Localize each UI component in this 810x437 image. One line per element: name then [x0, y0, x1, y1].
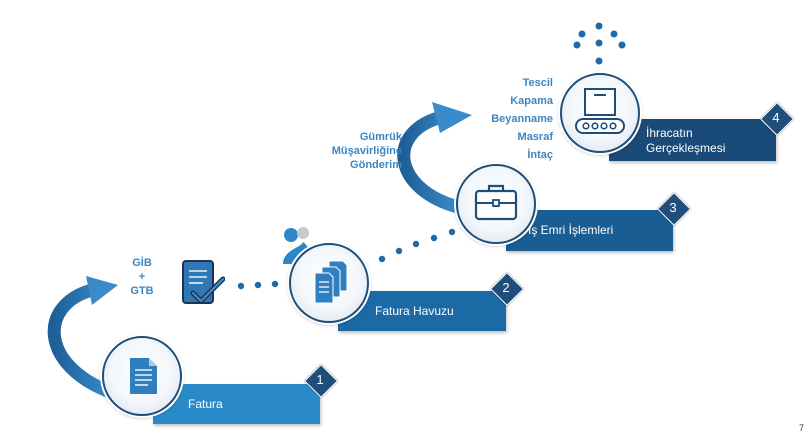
- stage-3-circle: [456, 164, 536, 244]
- gumruk-label: Gümrük Müşavirliğine Gönderim: [318, 130, 402, 172]
- stage-3-number: 3: [669, 200, 677, 215]
- dots-row-2: [378, 228, 456, 263]
- plus-text: +: [138, 271, 146, 283]
- stage-2-box: Fatura Havuzu: [338, 291, 506, 331]
- stage-1-box: Fatura: [153, 384, 320, 424]
- stage-4-label-line2: Gerçekleşmesi: [646, 141, 726, 155]
- briefcase-icon: [474, 184, 518, 221]
- curved-arrow-2: [397, 102, 472, 214]
- dots-cluster: [573, 22, 626, 65]
- invoice-check-icon: [181, 259, 226, 309]
- stage-1-number: 1: [316, 372, 324, 387]
- stage-4-number: 4: [772, 110, 780, 125]
- gumruk-line1: Gümrük: [359, 131, 402, 143]
- gumruk-line3: Gönderim: [350, 159, 402, 171]
- conveyor-box-icon: [575, 88, 625, 134]
- stage-3-label: İş Emri İşlemleri: [528, 223, 614, 237]
- stage-1-label: Fatura: [188, 397, 223, 411]
- document-icon: [130, 358, 157, 394]
- final-step-item: Tescil: [522, 77, 553, 89]
- gumruk-line2: Müşavirliğine: [331, 145, 402, 157]
- curved-arrow-1: [47, 276, 118, 399]
- final-step-item: Masraf: [517, 131, 553, 143]
- gib-gtb-label: GİB + GTB: [120, 256, 164, 298]
- stage-2-label: Fatura Havuzu: [375, 304, 454, 318]
- stage-4-label-line1: İhracatın: [646, 126, 693, 140]
- stage-1-circle: [102, 336, 182, 416]
- gtb-text: GTB: [130, 285, 154, 297]
- stage-2-number: 2: [502, 280, 510, 295]
- page-number: 7: [798, 423, 804, 433]
- documents-stack-icon: [314, 260, 348, 304]
- stage-4-circle: [560, 73, 640, 153]
- dots-row-1: [237, 280, 279, 290]
- final-steps-list: Tescil Kapama Beyanname Masraf İntaç: [482, 74, 553, 164]
- stage-4-label: İhracatın Gerçekleşmesi: [646, 126, 725, 156]
- final-step-item: Beyanname: [491, 113, 553, 125]
- gib-text: GİB: [132, 257, 152, 269]
- final-step-item: Kapama: [510, 95, 553, 107]
- stage-2-circle: [289, 243, 369, 323]
- final-step-item: İntaç: [527, 149, 553, 161]
